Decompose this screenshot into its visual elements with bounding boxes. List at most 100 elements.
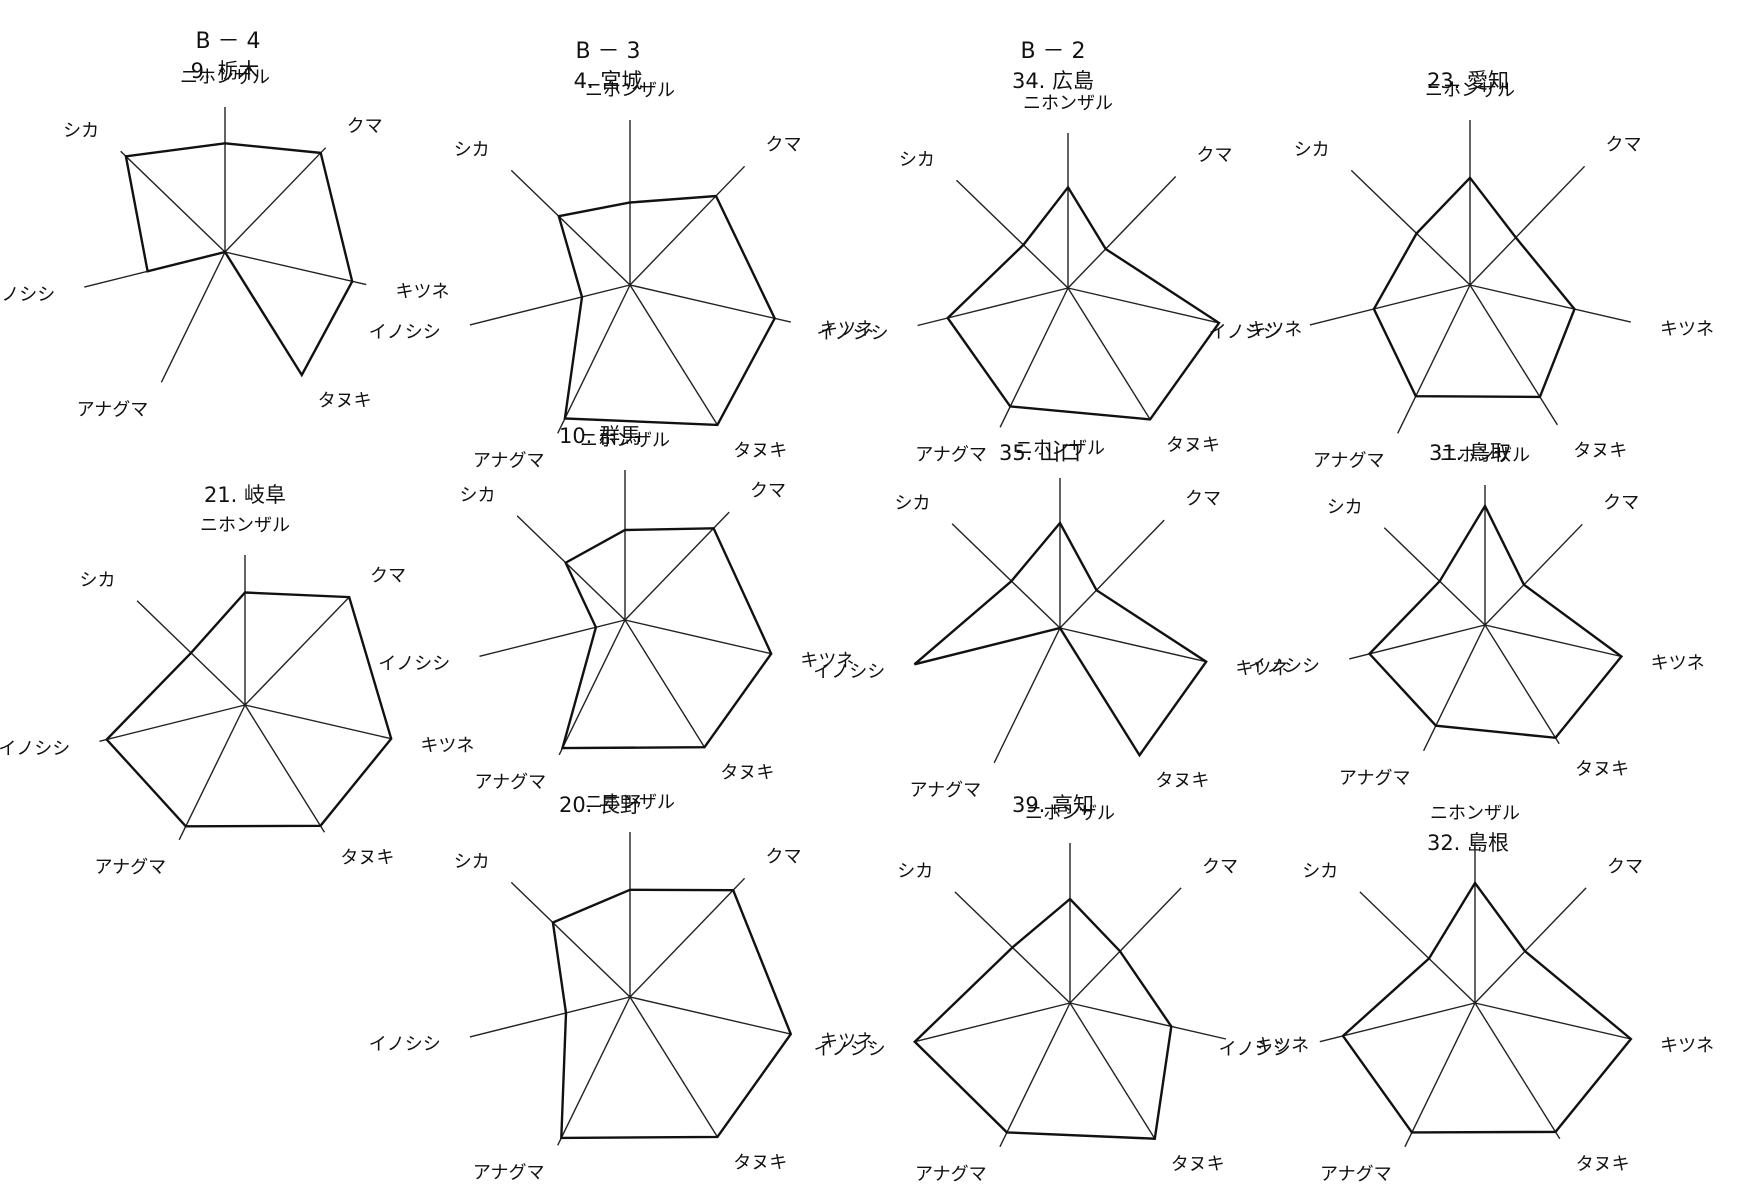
- axis-line-fox: [1484, 624, 1622, 658]
- axis-label-macaque: ニホンザル: [1023, 93, 1113, 114]
- axis-label-bear: クマ: [766, 847, 802, 868]
- axis-label-badger: アナグマ: [915, 444, 987, 465]
- axis-line-fox: [1067, 287, 1220, 324]
- axis-label-badger: アナグマ: [1313, 450, 1385, 471]
- axis-label-boar: イノシシ: [369, 322, 441, 343]
- axis-line-boar: [99, 704, 246, 742]
- axis-label-badger: アナグマ: [474, 772, 546, 793]
- chart-title: 34. 広島: [1012, 69, 1094, 93]
- radar-polygon: [913, 897, 1173, 1140]
- radar-polygon: [557, 194, 777, 427]
- axis-line-deer: [510, 881, 631, 998]
- axis-line-bear: [224, 147, 327, 253]
- axis-line-fox: [244, 704, 392, 740]
- axis-label-badger: アナグマ: [909, 780, 981, 801]
- axis-line-badger: [999, 1002, 1071, 1148]
- axis-label-fox: キツネ: [1248, 320, 1302, 341]
- axis-label-badger: アナグマ: [1320, 1164, 1392, 1185]
- axis-label-raccoon-dog: タヌキ: [720, 763, 774, 784]
- axis-line-bear: [629, 165, 746, 286]
- chart-title: 20. 長野: [559, 793, 641, 817]
- chart-title: 35. 山口: [999, 441, 1081, 465]
- axis-label-macaque: ニホンザル: [1025, 803, 1115, 824]
- axis-label-boar: イノシシ: [817, 323, 889, 344]
- chart-title: 9. 栃木: [191, 59, 260, 83]
- axis-label-badger: アナグマ: [1339, 768, 1411, 789]
- axis-label-fox: キツネ: [396, 281, 450, 302]
- axis-line-bear: [244, 596, 350, 706]
- axis-label-macaque: ニホンザル: [1430, 803, 1520, 824]
- axis-label-bear: クマ: [766, 135, 802, 156]
- axis-label-bear: クマ: [1185, 489, 1221, 510]
- axis-line-bear: [624, 511, 730, 621]
- axis-label-fox: キツネ: [800, 651, 854, 672]
- axis-label-boar: イノシシ: [814, 1039, 886, 1060]
- axis-label-fox: キツネ: [1255, 1036, 1309, 1057]
- axis-line-fox: [224, 251, 367, 286]
- group-label-b3: B － 3: [575, 39, 640, 64]
- axis-label-bear: クマ: [1197, 145, 1233, 166]
- axis-line-bear: [1067, 176, 1177, 289]
- axis-label-macaque: ニホンザル: [200, 515, 290, 536]
- chart-title: 23. 愛知: [1427, 69, 1509, 93]
- axis-line-raccoon-dog: [244, 704, 326, 833]
- axis-line-raccoon-dog: [1469, 284, 1558, 426]
- axis-label-raccoon-dog: タヌキ: [318, 390, 372, 411]
- axis-label-badger: アナグマ: [473, 450, 545, 471]
- axis-label-deer: シカ: [460, 485, 496, 506]
- radar-polygon: [1372, 175, 1576, 399]
- axis-line-raccoon-dog: [1069, 1002, 1156, 1140]
- axis-line-badger: [178, 704, 246, 841]
- axis-label-deer: シカ: [1327, 497, 1363, 518]
- axis-line-bear: [629, 877, 746, 998]
- axis-label-badger: アナグマ: [77, 399, 149, 420]
- axis-label-macaque: ニホンザル: [580, 430, 670, 451]
- axis-label-bear: クマ: [347, 116, 383, 137]
- axis-label-deer: シカ: [1294, 140, 1330, 161]
- axis-label-boar: イノシシ: [1248, 656, 1320, 677]
- axis-line-fox: [1469, 284, 1631, 323]
- axis-label-raccoon-dog: タヌキ: [733, 440, 787, 461]
- axis-label-raccoon-dog: タヌキ: [1171, 1154, 1225, 1175]
- axis-line-raccoon-dog: [1484, 624, 1560, 745]
- axis-label-deer: シカ: [895, 493, 931, 514]
- radar-polygon: [551, 888, 793, 1140]
- radar-chart: 9. 栃木ニホンザルクマキツネタヌキアナグマイノシシシカ: [0, 59, 450, 420]
- axis-line-boar: [1349, 624, 1486, 660]
- axis-label-boar: イノシシ: [813, 662, 885, 683]
- axis-label-boar: イノシシ: [378, 654, 450, 675]
- axis-label-macaque: ニホンザル: [1440, 445, 1530, 466]
- axis-line-boar: [1309, 284, 1471, 326]
- axis-label-bear: クマ: [1603, 493, 1639, 514]
- chart-title: 31. 鳥取: [1429, 441, 1511, 465]
- axis-line-boar: [469, 284, 631, 326]
- axis-line-fox: [629, 284, 791, 323]
- axis-label-raccoon-dog: タヌキ: [340, 848, 394, 869]
- axis-label-fox: キツネ: [820, 1031, 874, 1052]
- axis-label-bear: クマ: [370, 566, 406, 587]
- axis-line-badger: [1422, 624, 1486, 752]
- axis-label-macaque: ニホンザル: [1015, 438, 1105, 459]
- radar-polygon: [913, 520, 1208, 758]
- axis-line-fox: [624, 619, 772, 655]
- group-label-b2: B － 2: [1020, 39, 1085, 64]
- axis-line-fox: [1474, 1002, 1632, 1040]
- axis-label-raccoon-dog: タヌキ: [1575, 759, 1629, 780]
- axis-label-raccoon-dog: タヌキ: [1155, 771, 1209, 792]
- axis-line-fox: [1059, 627, 1207, 663]
- axis-label-deer: シカ: [897, 861, 933, 882]
- axis-label-macaque: ニホンザル: [585, 80, 675, 101]
- axis-line-bear: [1474, 887, 1587, 1004]
- axis-line-badger: [999, 287, 1069, 428]
- radar-charts: 9. 栃木ニホンザルクマキツネタヌキアナグマイノシシシカ21. 岐阜ニホンザルク…: [0, 59, 1714, 1185]
- axis-label-fox: キツネ: [420, 736, 474, 757]
- axis-label-fox: キツネ: [820, 319, 874, 340]
- axis-label-macaque: ニホンザル: [1425, 80, 1515, 101]
- axis-label-boar: イノシシ: [0, 284, 55, 305]
- chart-title: 10. 群馬: [559, 424, 641, 448]
- axis-label-boar: イノシシ: [369, 1034, 441, 1055]
- axis-line-deer: [516, 515, 626, 621]
- axis-label-deer: シカ: [454, 852, 490, 873]
